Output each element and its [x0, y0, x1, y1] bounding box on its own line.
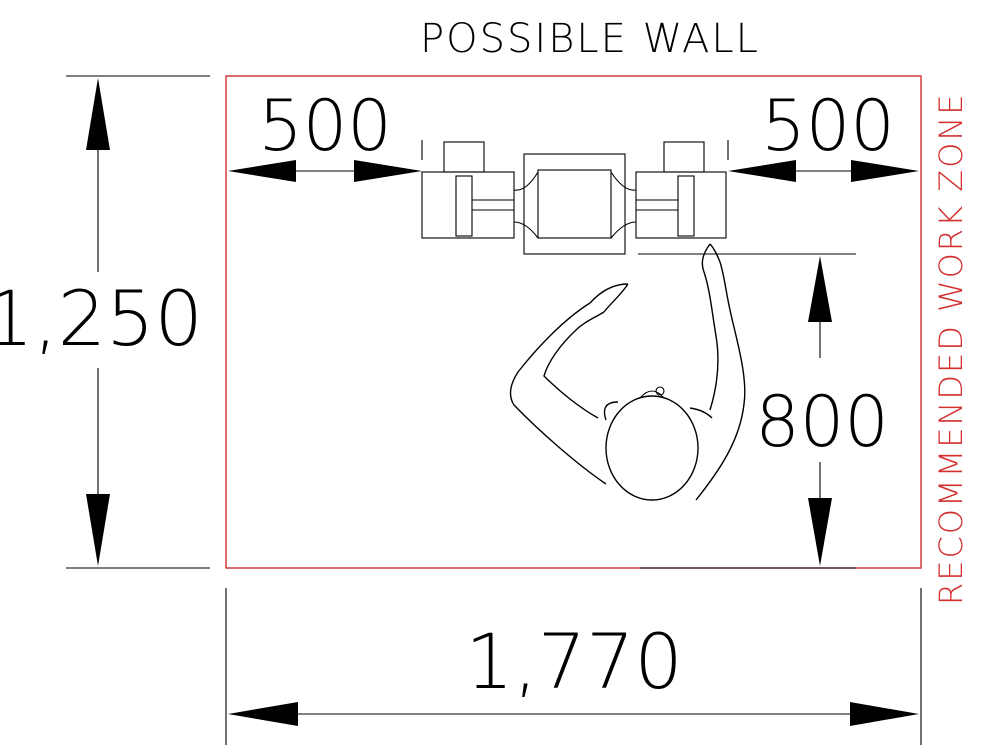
left-clearance-value: 500	[258, 85, 392, 167]
reach-arrow-down	[808, 498, 832, 566]
width-arrow-left	[228, 702, 298, 726]
equipment-assembly	[421, 140, 729, 255]
left-clearance-dimension: 500	[228, 85, 422, 182]
right-clearance-arrow-left	[728, 160, 796, 182]
width-arrow-right	[850, 702, 919, 726]
left-clearance-arrow-right	[354, 160, 422, 182]
possible-wall-label: POSSIBLE WALL	[420, 16, 760, 62]
left-clearance-arrow-left	[228, 160, 296, 182]
height-dimension: 1,250	[0, 75, 210, 569]
work-zone-outline	[225, 75, 922, 569]
reach-depth-dimension: 800	[638, 253, 889, 569]
operator-left-arm	[509, 283, 629, 485]
right-clearance-arrow-right	[851, 160, 919, 182]
operator-figure	[509, 243, 746, 501]
height-value: 1,250	[0, 274, 203, 363]
right-clearance-dimension: 500	[728, 85, 919, 182]
width-dimension: 1,770	[225, 588, 922, 745]
reach-depth-value: 800	[755, 381, 889, 463]
width-value: 1,770	[465, 617, 683, 706]
right-machine	[635, 141, 727, 239]
reach-arrow-up	[808, 256, 832, 322]
recommended-work-zone-label: RECOMMENDED WORK ZONE	[932, 92, 970, 605]
right-clearance-value: 500	[761, 85, 895, 167]
left-machine	[421, 141, 515, 239]
height-arrow-down	[86, 494, 110, 566]
operator-head	[605, 395, 699, 501]
operator-right-arm	[695, 243, 746, 501]
height-arrow-up	[86, 78, 110, 150]
center-unit	[523, 153, 626, 255]
